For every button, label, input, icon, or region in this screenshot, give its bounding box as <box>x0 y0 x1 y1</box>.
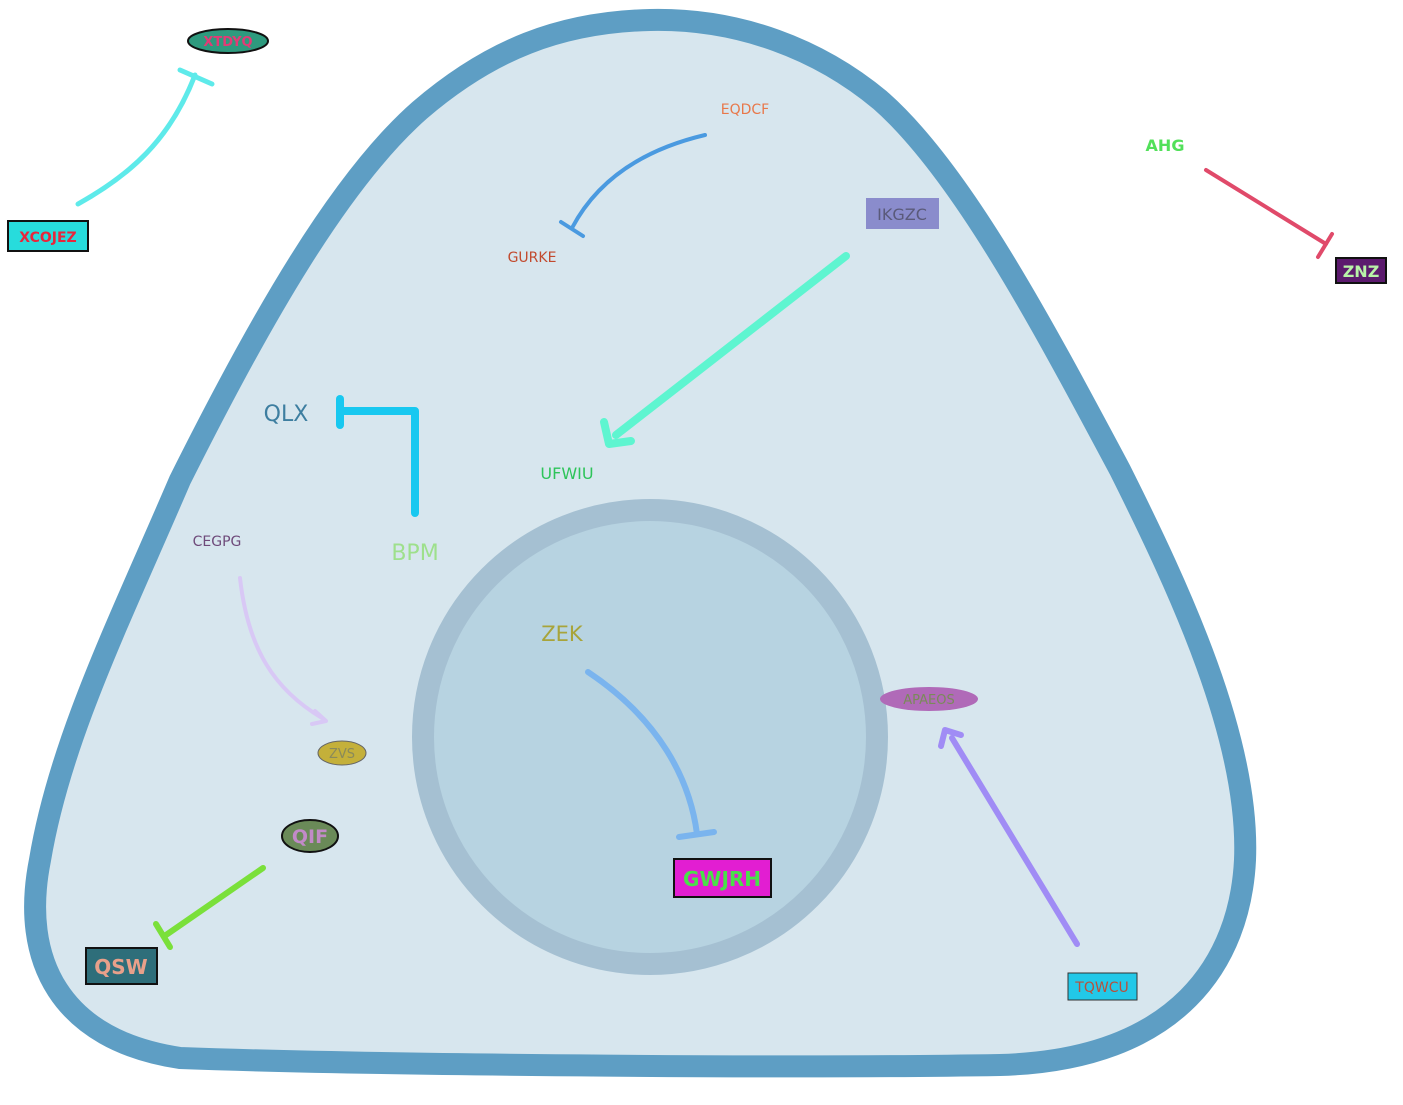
node-zek[interactable]: ZEK <box>541 622 584 646</box>
node-znz[interactable]: ZNZ <box>1335 257 1387 284</box>
node-xtdyq[interactable]: XTDYQ <box>187 28 269 54</box>
node-label: EQDCF <box>721 102 769 118</box>
edge-eqdcf-gurke <box>559 133 707 238</box>
edge-bpm-qlx <box>336 395 419 517</box>
node-label: ZEK <box>541 622 584 646</box>
node-label: ZNZ <box>1343 262 1380 281</box>
node-gwjrh[interactable]: GWJRH <box>673 858 772 898</box>
node-label: ZVS <box>329 747 355 762</box>
node-label: XTDYQ <box>203 35 252 50</box>
edge-cegpg-zvs <box>238 576 328 726</box>
node-ikgzc[interactable]: IKGZC <box>866 198 939 229</box>
node-qif[interactable]: QIF <box>281 819 339 853</box>
node-bpm[interactable]: BPM <box>391 541 438 566</box>
node-label: CEGPG <box>193 534 242 550</box>
node-xcojez[interactable]: XCOJEZ <box>7 220 89 252</box>
edge-ikgzc-ufwiu <box>600 252 850 448</box>
node-cegpg[interactable]: CEGPG <box>193 534 242 550</box>
node-label: QIF <box>292 826 328 848</box>
node-label: APAEOS <box>903 693 955 708</box>
node-label: QLX <box>264 402 309 427</box>
node-label: GURKE <box>508 250 557 266</box>
node-label: UFWIU <box>540 464 593 483</box>
node-label: XCOJEZ <box>19 230 76 246</box>
node-label: AHG <box>1146 136 1185 155</box>
node-label: GWJRH <box>683 867 761 891</box>
node-qsw[interactable]: QSW <box>85 947 158 985</box>
edge-ahg-znz <box>1204 168 1334 259</box>
nucleus <box>412 499 888 975</box>
edge-xcojez-xtdyq <box>75 67 215 207</box>
node-apaeos[interactable]: APAEOS <box>880 687 978 711</box>
edge-tqwcu-apaeos <box>938 727 1080 947</box>
node-zvs[interactable]: ZVS <box>317 740 367 766</box>
node-label: TQWCU <box>1074 980 1128 996</box>
node-eqdcf[interactable]: EQDCF <box>721 102 769 118</box>
node-label: IKGZC <box>877 205 927 224</box>
edge-qif-qsw <box>153 865 266 950</box>
node-ahg[interactable]: AHG <box>1146 136 1185 155</box>
node-ufwiu[interactable]: UFWIU <box>540 464 593 483</box>
node-qlx[interactable]: QLX <box>264 402 309 427</box>
edge-zek-gwjrh <box>585 669 717 840</box>
node-gurke[interactable]: GURKE <box>508 250 557 266</box>
node-label: QSW <box>94 955 147 979</box>
node-label: BPM <box>391 541 438 566</box>
node-tqwcu[interactable]: TQWCU <box>1067 972 1138 1001</box>
